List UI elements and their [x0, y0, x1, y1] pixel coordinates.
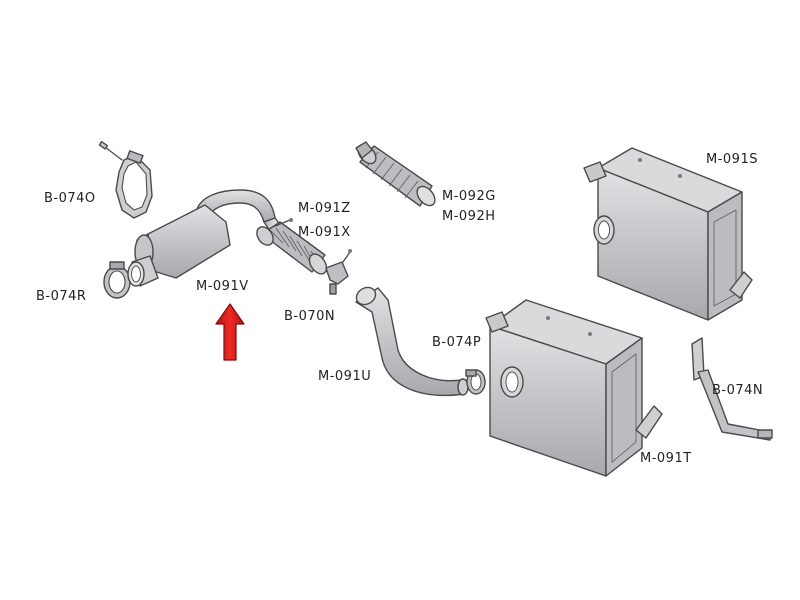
hanger-rod-b074n — [691, 337, 773, 441]
label-m091z: M-091Z — [298, 201, 351, 216]
label-m091s: M-091S — [706, 152, 758, 167]
muffler-m091s — [583, 147, 753, 321]
bolt-m091z — [274, 218, 293, 227]
ring-clamp-b074r — [103, 261, 131, 299]
label-b074p: B-074P — [432, 335, 481, 350]
label-b074r: B-074R — [36, 289, 86, 304]
label-b074o: B-074O — [44, 191, 96, 206]
catalytic-converter-m091v — [127, 189, 328, 287]
label-m092g: M-092G — [442, 189, 496, 204]
pipe-clamp-b074p — [465, 369, 486, 395]
label-m091t: M-091T — [640, 451, 692, 466]
red-up-arrow-icon — [215, 303, 245, 361]
label-m091x: M-091X — [298, 225, 351, 240]
label-m091v: M-091V — [196, 279, 249, 294]
bent-tailpipe-m091u — [355, 286, 469, 397]
muffler-m091t — [485, 299, 663, 477]
label-m091u: M-091U — [318, 369, 371, 384]
hanger-bracket-b070n — [325, 249, 352, 295]
label-b074n: B-074N — [712, 383, 763, 398]
strap-clamp-b074o — [98, 140, 153, 219]
label-b070n: B-070N — [284, 309, 335, 324]
label-m092h: M-092H — [442, 209, 496, 224]
flex-hose-m092g-m092h — [355, 141, 436, 207]
